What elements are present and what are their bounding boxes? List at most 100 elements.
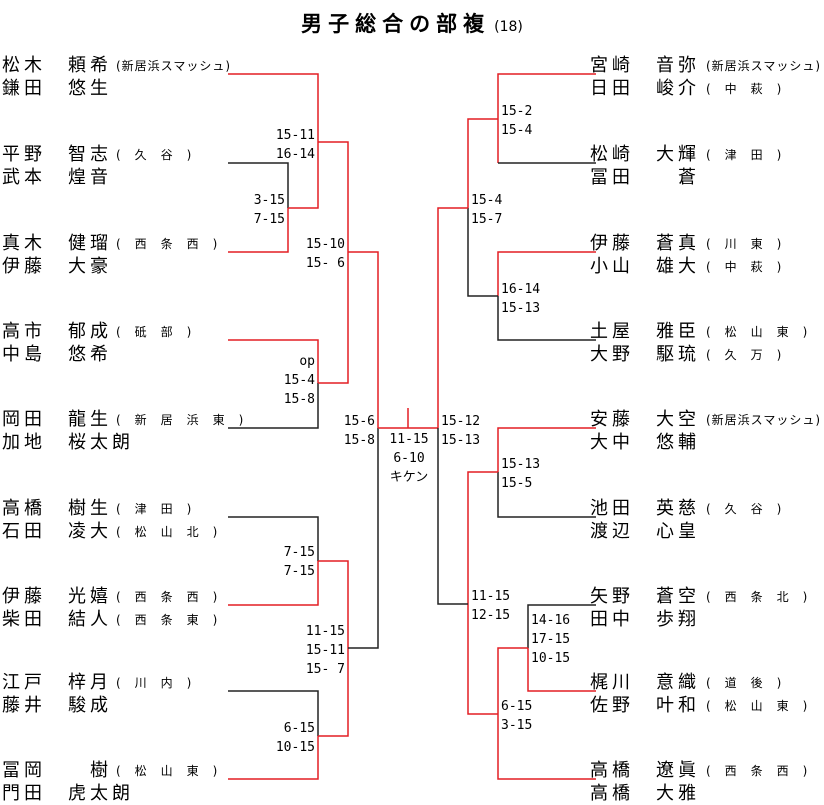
club-name: ( 川 東 ) — [706, 237, 783, 251]
club-name: ( 西 条 西 ) — [116, 237, 219, 251]
club-name: ( 西 条 北 ) — [706, 590, 809, 604]
player-name: 梶川 意織 — [590, 672, 700, 693]
score-l-r1-e: 6-15 10-15 — [275, 721, 315, 755]
score-l-r2-b: 11-15 15-11 15- 7 — [305, 624, 345, 677]
club-name: ( 久 谷 ) — [706, 502, 783, 516]
club-name: ( 松 山 東 ) — [706, 699, 809, 713]
score-l-r2-a: 15-10 15- 6 — [305, 237, 345, 271]
bracket-line — [228, 73, 319, 142]
score-l-r1-a: 15-11 16-14 — [275, 128, 315, 162]
bracket-line — [228, 736, 319, 780]
player-name: 矢野 蒼空 — [590, 586, 700, 607]
bracket-line — [527, 604, 596, 648]
score-r-semi: 15-12 15-13 — [441, 414, 481, 448]
bracket-line — [467, 471, 498, 604]
bracket-line — [497, 73, 596, 163]
player-name: 松崎 大輝 — [590, 144, 700, 165]
bracket-line — [318, 648, 349, 737]
player-name: 大野 駆琉 — [590, 344, 700, 365]
club-name: ( 松 山 北 ) — [116, 525, 219, 539]
bracket-line — [497, 714, 596, 780]
bracket-line — [497, 647, 528, 714]
score-l-semi: 15-6 15-8 — [343, 414, 375, 448]
score-r-r1-b: 16-14 15-13 — [501, 282, 541, 316]
score-r-r1-e: 6-15 3-15 — [501, 699, 533, 733]
player-name: 高市 郁成 — [2, 321, 112, 342]
club-name: ( 砥 部 ) — [116, 325, 193, 339]
score-l-r1-d: 7-15 7-15 — [283, 545, 315, 579]
score-r-r2-b: 11-15 12-15 — [471, 589, 511, 623]
player-name: 渡辺 心皇 — [590, 521, 700, 542]
club-name: ( 新 居 浜 東 ) — [116, 413, 245, 427]
club-name: ( 西 条 西 ) — [706, 764, 809, 778]
club-name: ( 津 田 ) — [706, 148, 783, 162]
bracket-line — [437, 207, 468, 428]
player-name: 鎌田 悠生 — [2, 78, 112, 99]
bracket-line — [467, 118, 498, 208]
club-name: (新居浜スマッシュ) — [116, 59, 232, 73]
bracket-line — [318, 560, 349, 648]
bracket-line — [228, 208, 289, 253]
player-name: 伊藤 大豪 — [2, 256, 112, 277]
club-name: ( 道 後 ) — [706, 676, 783, 690]
player-name: 伊藤 光嬉 — [2, 586, 112, 607]
player-name: 冨岡 樹 — [2, 760, 112, 781]
player-name: 池田 英慈 — [590, 498, 700, 519]
bracket-line — [228, 561, 319, 606]
player-name: 松木 頼希 — [2, 55, 112, 76]
player-name: 藤井 駿成 — [2, 695, 112, 716]
bracket-line — [497, 472, 596, 518]
player-name: 中島 悠希 — [2, 344, 112, 365]
club-name: (新居浜スマッシュ) — [706, 413, 822, 427]
bracket-line — [228, 516, 319, 561]
club-name: ( 久 万 ) — [706, 348, 783, 362]
player-name: 安藤 大空 — [590, 409, 700, 430]
club-name: ( 西 条 東 ) — [116, 613, 219, 627]
club-name: ( 西 条 西 ) — [116, 590, 219, 604]
bracket-line — [497, 296, 596, 341]
bracket-line — [288, 142, 319, 209]
club-name: ( 久 谷 ) — [116, 148, 193, 162]
player-name: 平野 智志 — [2, 144, 112, 165]
player-name: 加地 桜太朗 — [2, 432, 134, 453]
score-r-r1-d: 14-16 17-15 10-15 — [531, 613, 571, 666]
bracket-line — [318, 141, 349, 252]
player-name: 柴田 結人 — [2, 609, 112, 630]
player-name: 真木 健瑠 — [2, 233, 112, 254]
club-name: (新居浜スマッシュ) — [706, 59, 822, 73]
score-final: 11-15 6-10 キケン — [389, 432, 429, 485]
bracket-line — [467, 604, 498, 715]
title-number: (18) — [494, 19, 523, 35]
player-name: 日田 峻介 — [590, 78, 700, 99]
bracket-line — [348, 251, 379, 428]
page-title: 男子総合の部複(18) — [301, 12, 523, 36]
player-name: 高橋 遼眞 — [590, 760, 700, 781]
bracket-line — [437, 428, 468, 605]
bracket-line — [527, 648, 596, 692]
player-name: 高橋 大雅 — [590, 783, 700, 804]
bracket-line — [467, 208, 498, 297]
club-name: ( 松 山 東 ) — [706, 325, 809, 339]
club-name: ( 中 萩 ) — [706, 260, 783, 274]
player-name: 門田 虎太朗 — [2, 783, 134, 804]
player-name: 冨田 蒼 — [590, 167, 700, 188]
player-name: 土屋 雅臣 — [590, 321, 700, 342]
player-name: 江戸 梓月 — [2, 672, 112, 693]
score-l-r1-c: op 15-4 15-8 — [283, 354, 315, 407]
bracket-line — [348, 428, 379, 649]
score-l-r1-b: 3-15 7-15 — [253, 193, 285, 227]
player-name: 佐野 叶和 — [590, 695, 700, 716]
player-name: 伊藤 蒼真 — [590, 233, 700, 254]
player-name: 石田 凌大 — [2, 521, 112, 542]
player-name: 岡田 龍生 — [2, 409, 112, 430]
bracket-line — [228, 162, 289, 208]
score-r-r1-c: 15-13 15-5 — [501, 457, 541, 491]
bracket-line — [497, 427, 596, 472]
score-r-r2-a: 15-4 15-7 — [471, 193, 503, 227]
player-name: 小山 雄大 — [590, 256, 700, 277]
bracket-line — [497, 251, 596, 296]
player-name: 宮崎 音弥 — [590, 55, 700, 76]
club-name: ( 中 萩 ) — [706, 82, 783, 96]
player-name: 田中 歩翔 — [590, 609, 700, 630]
